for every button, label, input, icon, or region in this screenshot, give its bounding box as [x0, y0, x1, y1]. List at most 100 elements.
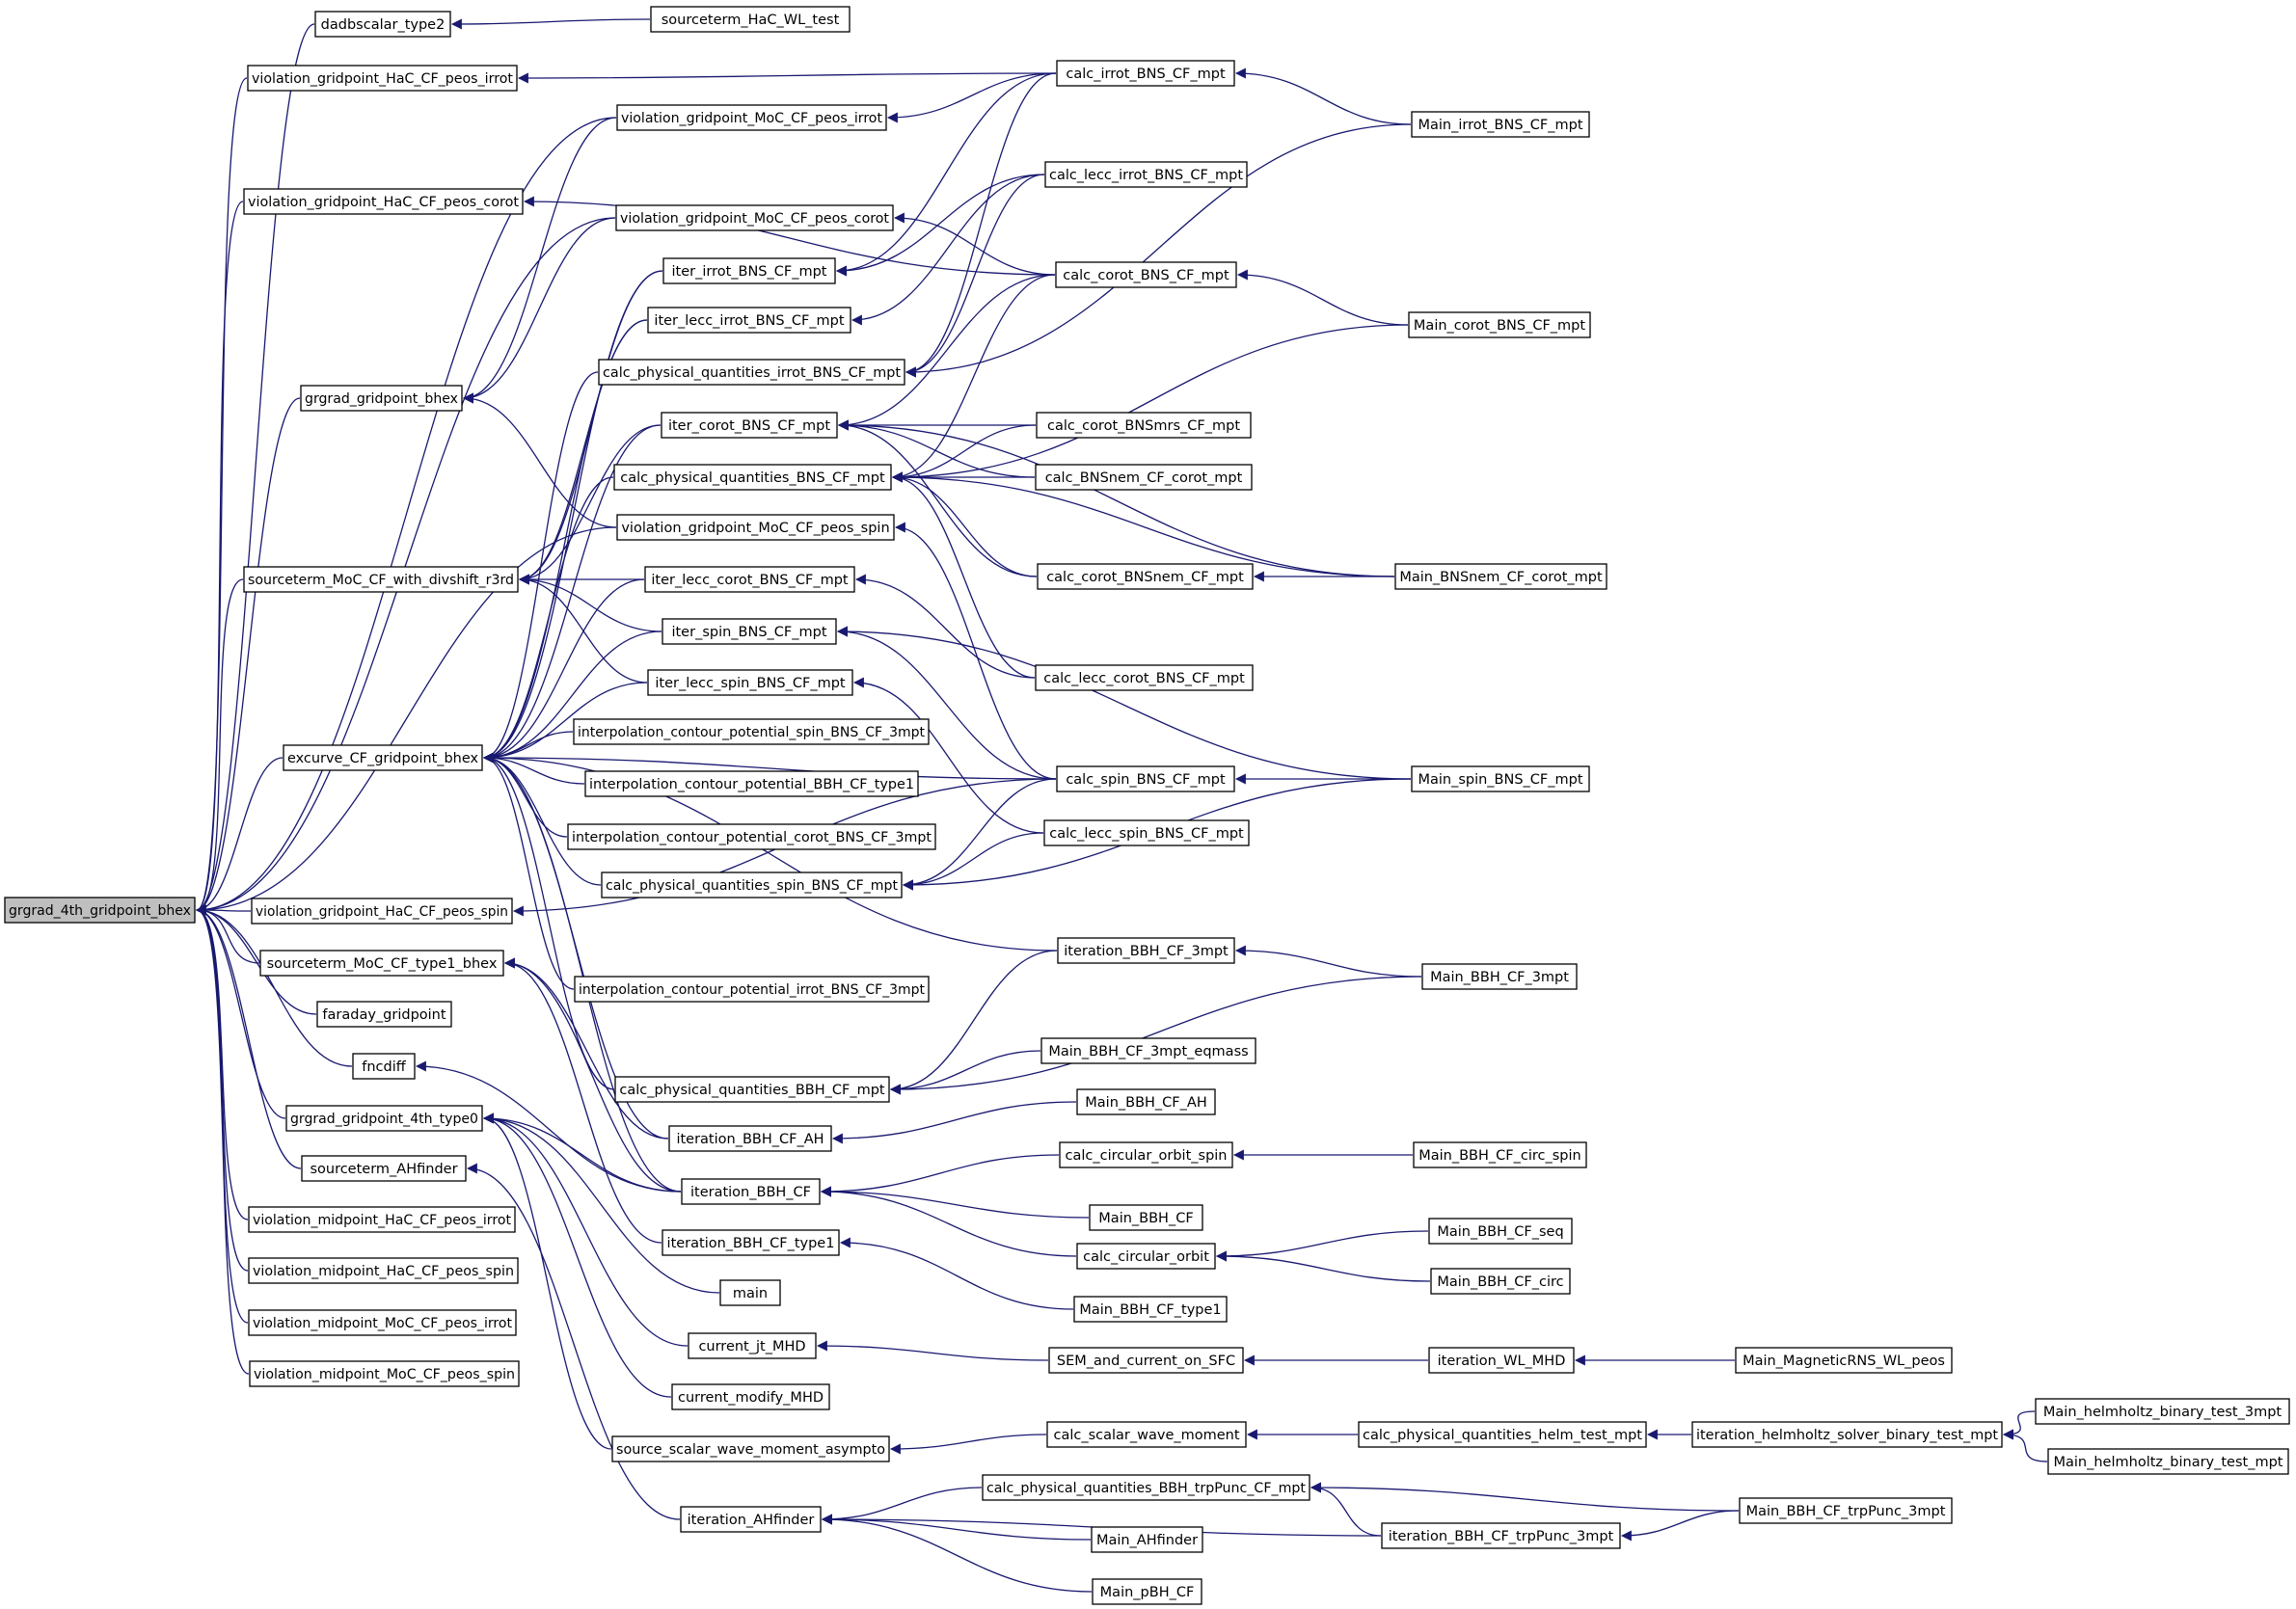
node-grgrad_4th_type0[interactable]: grgrad_gridpoint_4th_type0	[285, 1105, 483, 1132]
node-vm_MoC_spin[interactable]: violation_midpoint_MoC_CF_peos_spin	[249, 1360, 520, 1387]
node-box	[352, 1053, 416, 1080]
node-box	[661, 412, 838, 439]
node-iter_corot_BNS_CF_mpt[interactable]: iter_corot_BNS_CF_mpt	[661, 412, 838, 439]
node-calc_corot_BNSnem_CF_mpt[interactable]: calc_corot_BNSnem_CF_mpt	[1037, 563, 1254, 590]
call-edge-cpq_BNS-calc_corot_BNS_CF_mpt	[891, 274, 1056, 483]
node-Main_BBH_CF_type1[interactable]: Main_BBH_CF_type1	[1073, 1296, 1228, 1323]
node-vg_HaC_irrot[interactable]: violation_gridpoint_HaC_CF_peos_irrot	[247, 65, 518, 92]
node-label: iteration_BBH_CF_trpPunc_3mpt	[1389, 1529, 1614, 1544]
node-calc_BNSnem_CF_corot_mpt[interactable]: calc_BNSnem_CF_corot_mpt	[1035, 464, 1253, 491]
node-Main_BBH_CF_circ_spin[interactable]: Main_BBH_CF_circ_spin	[1413, 1141, 1587, 1168]
node-ic_BBH[interactable]: interpolation_contour_potential_BBH_CF_t…	[584, 770, 919, 797]
node-Main_AHfinder[interactable]: Main_AHfinder	[1091, 1526, 1203, 1553]
node-Main_MagneticRNS_WL_peos[interactable]: Main_MagneticRNS_WL_peos	[1735, 1347, 1953, 1374]
node-iteration_BBH_CF_AH[interactable]: iteration_BBH_CF_AH	[668, 1125, 832, 1152]
node-Main_BNSnem_CF_corot_mpt[interactable]: Main_BNSnem_CF_corot_mpt	[1394, 563, 1607, 590]
node-label: violation_gridpoint_MoC_CF_peos_irrot	[621, 111, 882, 126]
node-sourceterm_HaC_WL_test[interactable]: sourceterm_HaC_WL_test	[650, 6, 851, 33]
node-calc_spin_BNS_CF_mpt[interactable]: calc_spin_BNS_CF_mpt	[1056, 765, 1235, 792]
node-Main_BBH_CF_3mpt[interactable]: Main_BBH_CF_3mpt	[1421, 963, 1578, 990]
node-iteration_WL_MHD[interactable]: iteration_WL_MHD	[1428, 1347, 1575, 1374]
node-iter_lecc_spin_BNS_CF_mpt[interactable]: iter_lecc_spin_BNS_CF_mpt	[647, 669, 853, 696]
node-cpq_BBH[interactable]: calc_physical_quantities_BBH_CF_mpt	[614, 1076, 890, 1103]
node-ic_irrot_BNS[interactable]: interpolation_contour_potential_irrot_BN…	[574, 976, 930, 1003]
node-current_jt_MHD[interactable]: current_jt_MHD	[688, 1332, 817, 1359]
call-edge-excurve-cpq_irrot_BNS	[482, 371, 599, 764]
node-vm_HaC_irrot[interactable]: violation_midpoint_HaC_CF_peos_irrot	[248, 1206, 516, 1233]
node-vg_HaC_spin[interactable]: violation_gridpoint_HaC_CF_peos_spin	[251, 898, 513, 925]
node-box	[283, 744, 483, 771]
node-sourceterm_MoC_type1[interactable]: sourceterm_MoC_CF_type1_bhex	[259, 950, 504, 977]
node-iteration_BBH_CF[interactable]: iteration_BBH_CF	[681, 1178, 821, 1205]
node-source_scalar_wave[interactable]: source_scalar_wave_moment_asympto	[611, 1435, 890, 1462]
node-iter_spin_BNS_CF_mpt[interactable]: iter_spin_BNS_CF_mpt	[662, 618, 837, 645]
node-Main_helm_mpt[interactable]: Main_helmholtz_binary_test_mpt	[2047, 1448, 2289, 1475]
node-root[interactable]: grgrad_4th_gridpoint_bhex	[4, 897, 196, 924]
node-Main_pBH_CF[interactable]: Main_pBH_CF	[1092, 1578, 1202, 1605]
node-box	[1057, 937, 1235, 964]
node-calc_scalar_wave_moment[interactable]: calc_scalar_wave_moment	[1046, 1421, 1247, 1448]
node-iter_lecc_corot_BNS_CF_mpt[interactable]: iter_lecc_corot_BNS_CF_mpt	[644, 566, 855, 593]
node-calc_corot_BNS_CF_mpt[interactable]: calc_corot_BNS_CF_mpt	[1055, 261, 1237, 288]
node-box	[300, 385, 463, 412]
node-Main_BBH_CF_AH[interactable]: Main_BBH_CF_AH	[1076, 1088, 1216, 1115]
node-SEM_and_current_on_SFC[interactable]: SEM_and_current_on_SFC	[1048, 1347, 1244, 1374]
node-iter_irrot_BNS_CF_mpt[interactable]: iter_irrot_BNS_CF_mpt	[662, 257, 836, 284]
node-excurve[interactable]: excurve_CF_gridpoint_bhex	[283, 744, 483, 771]
node-box	[671, 1383, 830, 1410]
node-label: iter_irrot_BNS_CF_mpt	[671, 264, 826, 280]
node-vg_HaC_corot[interactable]: violation_gridpoint_HaC_CF_peos_corot	[243, 188, 524, 215]
node-vg_MoC_corot[interactable]: violation_gridpoint_MoC_CF_peos_corot	[615, 204, 894, 231]
node-cpq_irrot_BNS[interactable]: calc_physical_quantities_irrot_BNS_CF_mp…	[598, 359, 905, 386]
call-edge-vg_MoC_irrot-calc_irrot_BNS_CF_mpt	[886, 72, 1057, 123]
call-edge-excurve-ic_BBH	[482, 752, 585, 785]
node-fncdiff[interactable]: fncdiff	[352, 1053, 416, 1080]
call-edge-iter_lecc_spin_BNS_CF_mpt-calc_lecc_spin_BNS_CF_mpt	[852, 677, 1044, 834]
node-calc_circular_orbit[interactable]: calc_circular_orbit	[1076, 1243, 1216, 1270]
node-calc_circular_orbit_spin[interactable]: calc_circular_orbit_spin	[1059, 1141, 1233, 1168]
node-cpq_BNS[interactable]: calc_physical_quantities_BNS_CF_mpt	[613, 464, 892, 491]
node-iteration_trpPunc[interactable]: iteration_BBH_CF_trpPunc_3mpt	[1381, 1522, 1621, 1549]
node-current_modify_MHD[interactable]: current_modify_MHD	[671, 1383, 830, 1410]
node-label: Main_helmholtz_binary_test_mpt	[2054, 1455, 2283, 1470]
node-main[interactable]: main	[719, 1279, 781, 1306]
node-Main_BBH_CF_seq[interactable]: Main_BBH_CF_seq	[1428, 1218, 1573, 1245]
call-edge-calc_irrot_BNS_CF_mpt-Main_irrot_BNS_CF_mpt	[1234, 67, 1412, 125]
node-iteration_helm[interactable]: iteration_helmholtz_solver_binary_test_m…	[1691, 1421, 2003, 1448]
node-Main_BBH_CF_circ[interactable]: Main_BBH_CF_circ	[1430, 1268, 1571, 1295]
node-ic_corot_BNS[interactable]: interpolation_contour_potential_corot_BN…	[567, 823, 936, 850]
node-calc_irrot_BNS_CF_mpt[interactable]: calc_irrot_BNS_CF_mpt	[1056, 60, 1235, 87]
node-calc_lecc_corot_BNS_CF_mpt[interactable]: calc_lecc_corot_BNS_CF_mpt	[1035, 664, 1254, 691]
node-Main_BBH_CF_3mpt_eqmass[interactable]: Main_BBH_CF_3mpt_eqmass	[1040, 1037, 1256, 1064]
node-dadbscalar_type2[interactable]: dadbscalar_type2	[314, 11, 451, 38]
node-iteration_BBH_CF_type1[interactable]: iteration_BBH_CF_type1	[662, 1229, 840, 1256]
node-label: violation_gridpoint_MoC_CF_peos_spin	[621, 521, 889, 536]
node-box	[1691, 1421, 2003, 1448]
node-sourceterm_MoC_divshift[interactable]: sourceterm_MoC_CF_with_divshift_r3rd	[243, 566, 519, 593]
node-cpq_trpPunc[interactable]: calc_physical_quantities_BBH_trpPunc_CF_…	[982, 1474, 1310, 1501]
node-Main_spin_BNS_CF_mpt[interactable]: Main_spin_BNS_CF_mpt	[1411, 765, 1590, 792]
node-Main_BBH_CF[interactable]: Main_BBH_CF	[1089, 1204, 1203, 1231]
node-calc_lecc_spin_BNS_CF_mpt[interactable]: calc_lecc_spin_BNS_CF_mpt	[1043, 819, 1250, 846]
node-vm_MoC_irrot[interactable]: violation_midpoint_MoC_CF_peos_irrot	[248, 1309, 517, 1336]
node-vg_MoC_spin[interactable]: violation_gridpoint_MoC_CF_peos_spin	[616, 514, 895, 541]
node-Main_irrot_BNS_CF_mpt[interactable]: Main_irrot_BNS_CF_mpt	[1411, 111, 1590, 138]
node-cpq_spin_BNS[interactable]: calc_physical_quantities_spin_BNS_CF_mpt	[601, 872, 903, 898]
node-vm_HaC_spin[interactable]: violation_midpoint_HaC_CF_peos_spin	[248, 1257, 519, 1284]
call-edge-sourceterm_MoC_type1-iteration_BBH_CF_type1	[503, 957, 662, 1244]
node-cpq_helm[interactable]: calc_physical_quantities_helm_test_mpt	[1358, 1421, 1647, 1448]
node-Main_BBH_CF_trpPunc_3mpt[interactable]: Main_BBH_CF_trpPunc_3mpt	[1739, 1497, 1953, 1524]
node-grgrad_gridpoint_bhex[interactable]: grgrad_gridpoint_bhex	[300, 385, 463, 412]
node-iter_lecc_irrot_BNS_CF_mpt[interactable]: iter_lecc_irrot_BNS_CF_mpt	[647, 307, 851, 334]
node-faraday_gridpoint[interactable]: faraday_gridpoint	[316, 1001, 452, 1028]
node-Main_corot_BNS_CF_mpt[interactable]: Main_corot_BNS_CF_mpt	[1408, 311, 1591, 338]
node-vg_MoC_irrot[interactable]: violation_gridpoint_MoC_CF_peos_irrot	[616, 104, 887, 131]
node-iteration_BBH_CF_3mpt[interactable]: iteration_BBH_CF_3mpt	[1057, 937, 1235, 964]
node-calc_lecc_irrot_BNS_CF_mpt[interactable]: calc_lecc_irrot_BNS_CF_mpt	[1044, 161, 1248, 188]
node-ic_spin_BNS[interactable]: interpolation_contour_potential_spin_BNS…	[573, 718, 930, 745]
node-calc_corot_BNSmrs_CF_mpt[interactable]: calc_corot_BNSmrs_CF_mpt	[1036, 412, 1252, 439]
node-iteration_AHfinder[interactable]: iteration_AHfinder	[680, 1506, 822, 1533]
node-Main_helm_3mpt[interactable]: Main_helmholtz_binary_test_3mpt	[2035, 1398, 2290, 1425]
node-sourceterm_AHfinder[interactable]: sourceterm_AHfinder	[301, 1155, 467, 1182]
node-box	[668, 1125, 832, 1152]
